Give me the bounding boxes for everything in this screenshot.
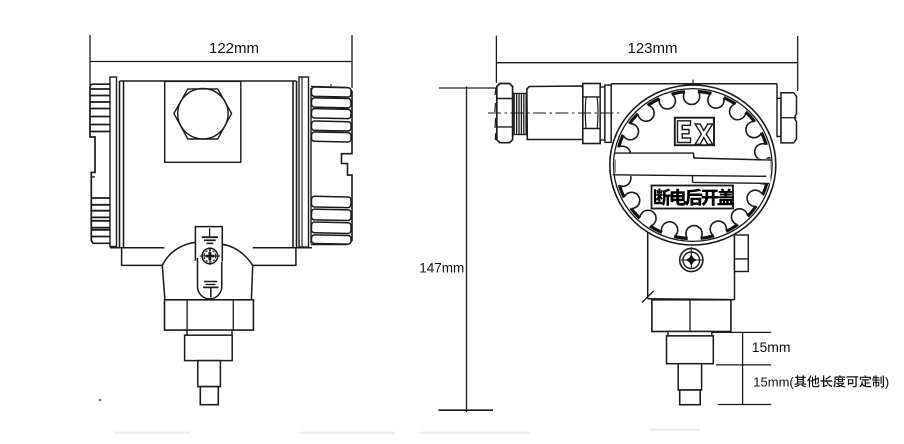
svg-text:122mm: 122mm bbox=[209, 40, 259, 57]
svg-text:15mm(: 15mm( bbox=[753, 374, 794, 389]
svg-text:147mm: 147mm bbox=[419, 261, 464, 276]
svg-text:15mm: 15mm bbox=[752, 339, 791, 355]
svg-text:123mm: 123mm bbox=[627, 40, 677, 57]
svg-text:): ) bbox=[885, 374, 889, 389]
